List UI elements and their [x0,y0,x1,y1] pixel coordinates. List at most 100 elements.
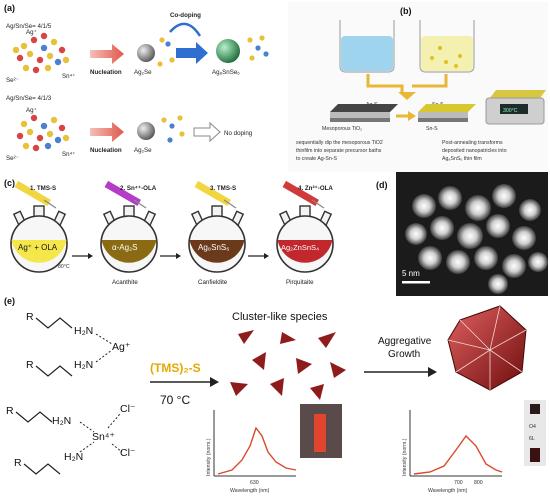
coord-bond-1 [95,333,113,345]
flask1-label: Ag⁺ + OLA [18,243,58,252]
step2-label: 2. Sn⁴⁺-OLA [120,185,157,192]
spectrum-1 [213,410,297,477]
ag2se-sphere-2 [137,122,155,140]
cluster-triangles [230,330,346,400]
c-arrow-1-head [88,253,93,259]
growth-title-2: Growth [388,349,420,360]
hotplate [485,90,546,125]
r-3: R [6,405,14,417]
spectrum2-tick2: 800 [474,480,483,486]
step4-label: 4. Zn²⁺-OLA [298,185,333,192]
spectrum1-xlabel: Wavelength (nm) [230,488,270,494]
film-sn-s [418,104,476,122]
amine-2: R H₂N [26,359,93,377]
vial-label-1: O4 [529,424,536,430]
dopant-dots-1 [157,37,175,67]
scalebar [402,281,430,284]
spectrum1-ylabel: Intensity (norm.) [206,438,212,476]
flask3-label: Ag₈SnS₆ [198,243,229,252]
ion-cloud-2 [16,114,70,152]
amine-1: R H₂N [26,311,93,337]
h2n-3: H₂N [52,415,71,427]
caption-left-2: thinfilm into separate precursor baths [296,148,382,154]
c-arrow-2-head [176,253,181,259]
ion-label-se-2: Se²⁻ [6,155,19,162]
ag2se-sphere-1 [137,44,155,62]
product-ag8snse6: Ag₈SnSe₆ [212,69,240,76]
coord-bond-4 [79,441,95,453]
caption-right-3: Ag₈SnS₆ thin film [442,156,482,162]
panel-a-ratio-1: Ag/Sn/Se= 4/1/5 [6,23,52,30]
flask2-name: Acanthite [112,279,138,286]
panel-c: (c) 1. TMS-S 2. Sn⁴⁺-OLA 3. TMS-S 4. Zn²… [4,178,334,286]
aggregate-crystal [447,305,527,391]
flask-4 [276,205,334,273]
r-1: R [26,311,34,323]
nucleation-arrow-2 [90,122,124,142]
free-ions-2 [161,115,185,143]
syringe-3 [194,180,237,209]
panel-b-label: (b) [400,6,412,16]
nucleation-label-1: Nucleation [90,69,122,76]
ag-ion: Ag⁺ [112,341,131,353]
product-ag2se-1: Ag₂Se [134,69,152,76]
panel-a: (a) Ag/Sn/Se= 4/1/5 Ag⁺ Se²⁻ Sn⁴⁺ Nuclea… [4,3,269,162]
cl-1: Cl⁻ [120,403,136,415]
panel-e-label: (e) [4,296,15,306]
beaker-ag-s [339,20,395,73]
h2n-4: H₂N [64,451,83,463]
film-ag-s [330,104,398,122]
vial-label-2: 6L [529,436,535,442]
spectrum2-xlabel: Wavelength (nm) [428,488,468,494]
r-4: R [14,457,22,469]
caption-left-3: to create Ag-Sn-S [296,156,337,162]
ion-label-ag-2: Ag⁺ [26,107,37,114]
panel-e: (e) R H₂N R H₂N Ag⁺ R H₂N R H₂N Sn⁴⁺ Cl⁻… [4,296,546,494]
caption-right-2: deposited nanopatricles into [442,148,507,154]
flask-1 [10,205,68,273]
substrate-label: Mesoporous TiO₂ [322,126,362,132]
panel-b: (b) Ag-S Sn-S Mesoporous TiO₂ Sn [288,2,548,172]
flask3-name: Canfieldite [198,279,228,286]
film-arrow-head [408,111,416,121]
no-doping-label: No doping [224,130,253,137]
vial-2-liquid [530,448,540,462]
cluster-title: Cluster-like species [232,311,328,323]
cl-2: Cl⁻ [120,447,136,459]
sn-ion: Sn⁴⁺ [92,431,115,443]
amine-3: R H₂N [6,405,71,427]
growth-title-1: Aggregative [378,336,432,347]
vial-photo-2 [524,400,546,466]
panel-d-label: (d) [376,180,388,190]
panel-c-label: (c) [4,178,15,188]
coord-bond-5 [107,413,121,429]
coord-bond-2 [95,349,113,363]
ion-label-sn-2: Sn⁴⁺ [62,151,76,158]
caption-right-1: Post-annealing transforms [442,140,503,146]
flask-2 [100,205,158,273]
nucleation-label-2: Nucleation [90,147,122,154]
beaker-sn-s [419,20,475,73]
ion-label-ag: Ag⁺ [26,29,37,36]
flow-arrow-2 [412,74,448,88]
spectrum2-tick1: 700 [454,480,463,486]
free-ions-1 [247,35,269,61]
syringe-1 [14,180,57,209]
r-2: R [26,359,34,371]
flask2-label: α-Ag₂S [112,243,138,252]
amine-4: R H₂N [14,451,83,475]
step1-label: 1. TMS-S [30,185,56,192]
h2n-1: H₂N [74,325,93,337]
coord-bond-3 [79,421,95,433]
codoping-label: Co-doping [170,12,201,19]
scalebar-label: 5 nm [402,269,420,278]
codoping-arrow [176,42,208,64]
layer-label: Sn-S [426,126,438,132]
flask-3 [188,205,246,273]
ion-cloud-1 [12,32,70,74]
spectrum1-tick: 630 [250,480,259,486]
c-arrow-3-head [264,253,269,259]
step3-label: 3. TMS-S [210,185,236,192]
panel-a-ratio-2: Ag/Sn/Se= 4/1/3 [6,95,52,102]
